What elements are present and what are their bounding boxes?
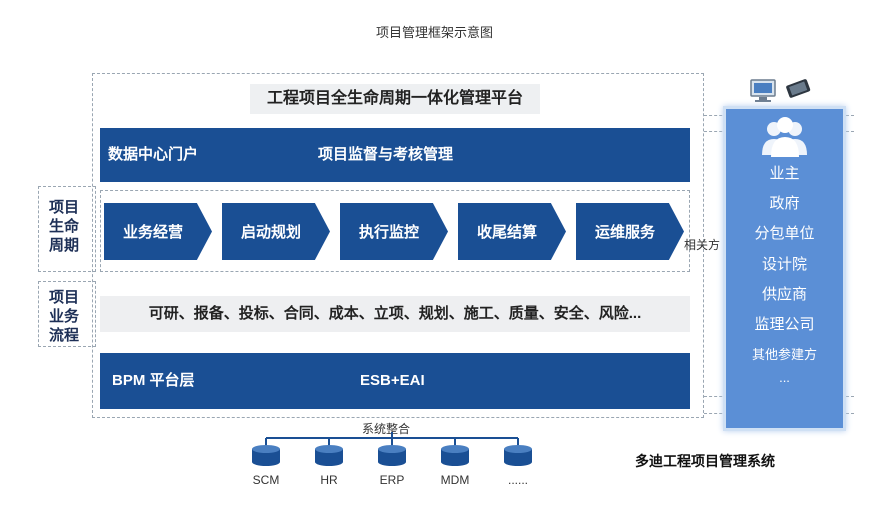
business-flow-text: 可研、报备、投标、合同、成本、立项、规划、施工、质量、安全、风险... <box>100 296 690 332</box>
stakeholder-more: ... <box>779 370 790 385</box>
business-flow-label-line: 项目 <box>48 289 79 306</box>
database-icon <box>504 445 532 466</box>
database-icon <box>441 445 469 466</box>
company-name: 多迪工程项目管理系统 <box>635 455 775 470</box>
lifecycle-label-line: 项目 <box>48 199 79 216</box>
bpm-layer-label: BPM 平台层 <box>112 372 195 389</box>
stakeholder-design-institute: 设计院 <box>761 256 807 273</box>
database-icon <box>378 445 406 466</box>
lifecycle-label: 项目 生命 周期 <box>38 190 90 255</box>
stakeholder-supplier: 供应商 <box>761 286 807 303</box>
business-flow-label-line: 业务 <box>48 308 79 325</box>
system-scm-label: SCM <box>252 473 280 487</box>
system-erp-label: ERP <box>379 473 405 487</box>
esb-eai-label: ESB+EAI <box>360 372 425 389</box>
top-band: 数据中心门户 项目监督与考核管理 <box>100 128 690 182</box>
stakeholder-government: 政府 <box>769 195 800 212</box>
platform-title: 工程项目全生命周期一体化管理平台 <box>250 84 540 114</box>
database-icon <box>252 445 280 466</box>
stakeholder-subcontractor: 分包单位 <box>754 225 815 242</box>
business-flow-label: 项目 业务 流程 <box>38 280 90 345</box>
lifecycle-label-line: 生命 <box>48 218 79 235</box>
lifecycle-row-frame <box>100 190 690 272</box>
lifecycle-label-frame <box>38 186 96 272</box>
stakeholder-supervisor: 监理公司 <box>754 316 815 333</box>
stage-closing-settlement: 收尾结算 <box>458 203 566 260</box>
stakeholder-owner: 业主 <box>769 165 800 182</box>
system-integration-label: 系统整合 <box>362 422 411 436</box>
stakeholder-other: 其他参建方 <box>751 347 817 362</box>
devices-icon <box>750 79 811 102</box>
people-icon <box>762 117 807 157</box>
system-more-label: ...... <box>507 473 528 487</box>
data-center-portal-label: 数据中心门户 <box>108 146 199 163</box>
stakeholder-panel <box>723 106 846 431</box>
lifecycle-label-line: 周期 <box>48 237 79 254</box>
business-flow-label-line: 流程 <box>48 327 79 344</box>
stage-operation-service: 运维服务 <box>576 203 684 260</box>
system-hr-label: HR <box>320 473 338 487</box>
diagram-caption: 项目管理框架示意图 <box>375 25 493 40</box>
database-icon <box>315 445 343 466</box>
system-mdm-label: MDM <box>440 473 470 487</box>
stage-execution-monitoring: 执行监控 <box>340 203 448 260</box>
business-flow-label-frame <box>38 281 96 347</box>
platform-frame <box>92 73 704 418</box>
related-parties-label: 相关方 <box>684 238 721 252</box>
stage-initiation-planning: 启动规划 <box>222 203 330 260</box>
stage-business-operation: 业务经营 <box>104 203 212 260</box>
supervision-label: 项目监督与考核管理 <box>318 146 454 163</box>
bottom-band: BPM 平台层 ESB+EAI <box>100 353 690 409</box>
